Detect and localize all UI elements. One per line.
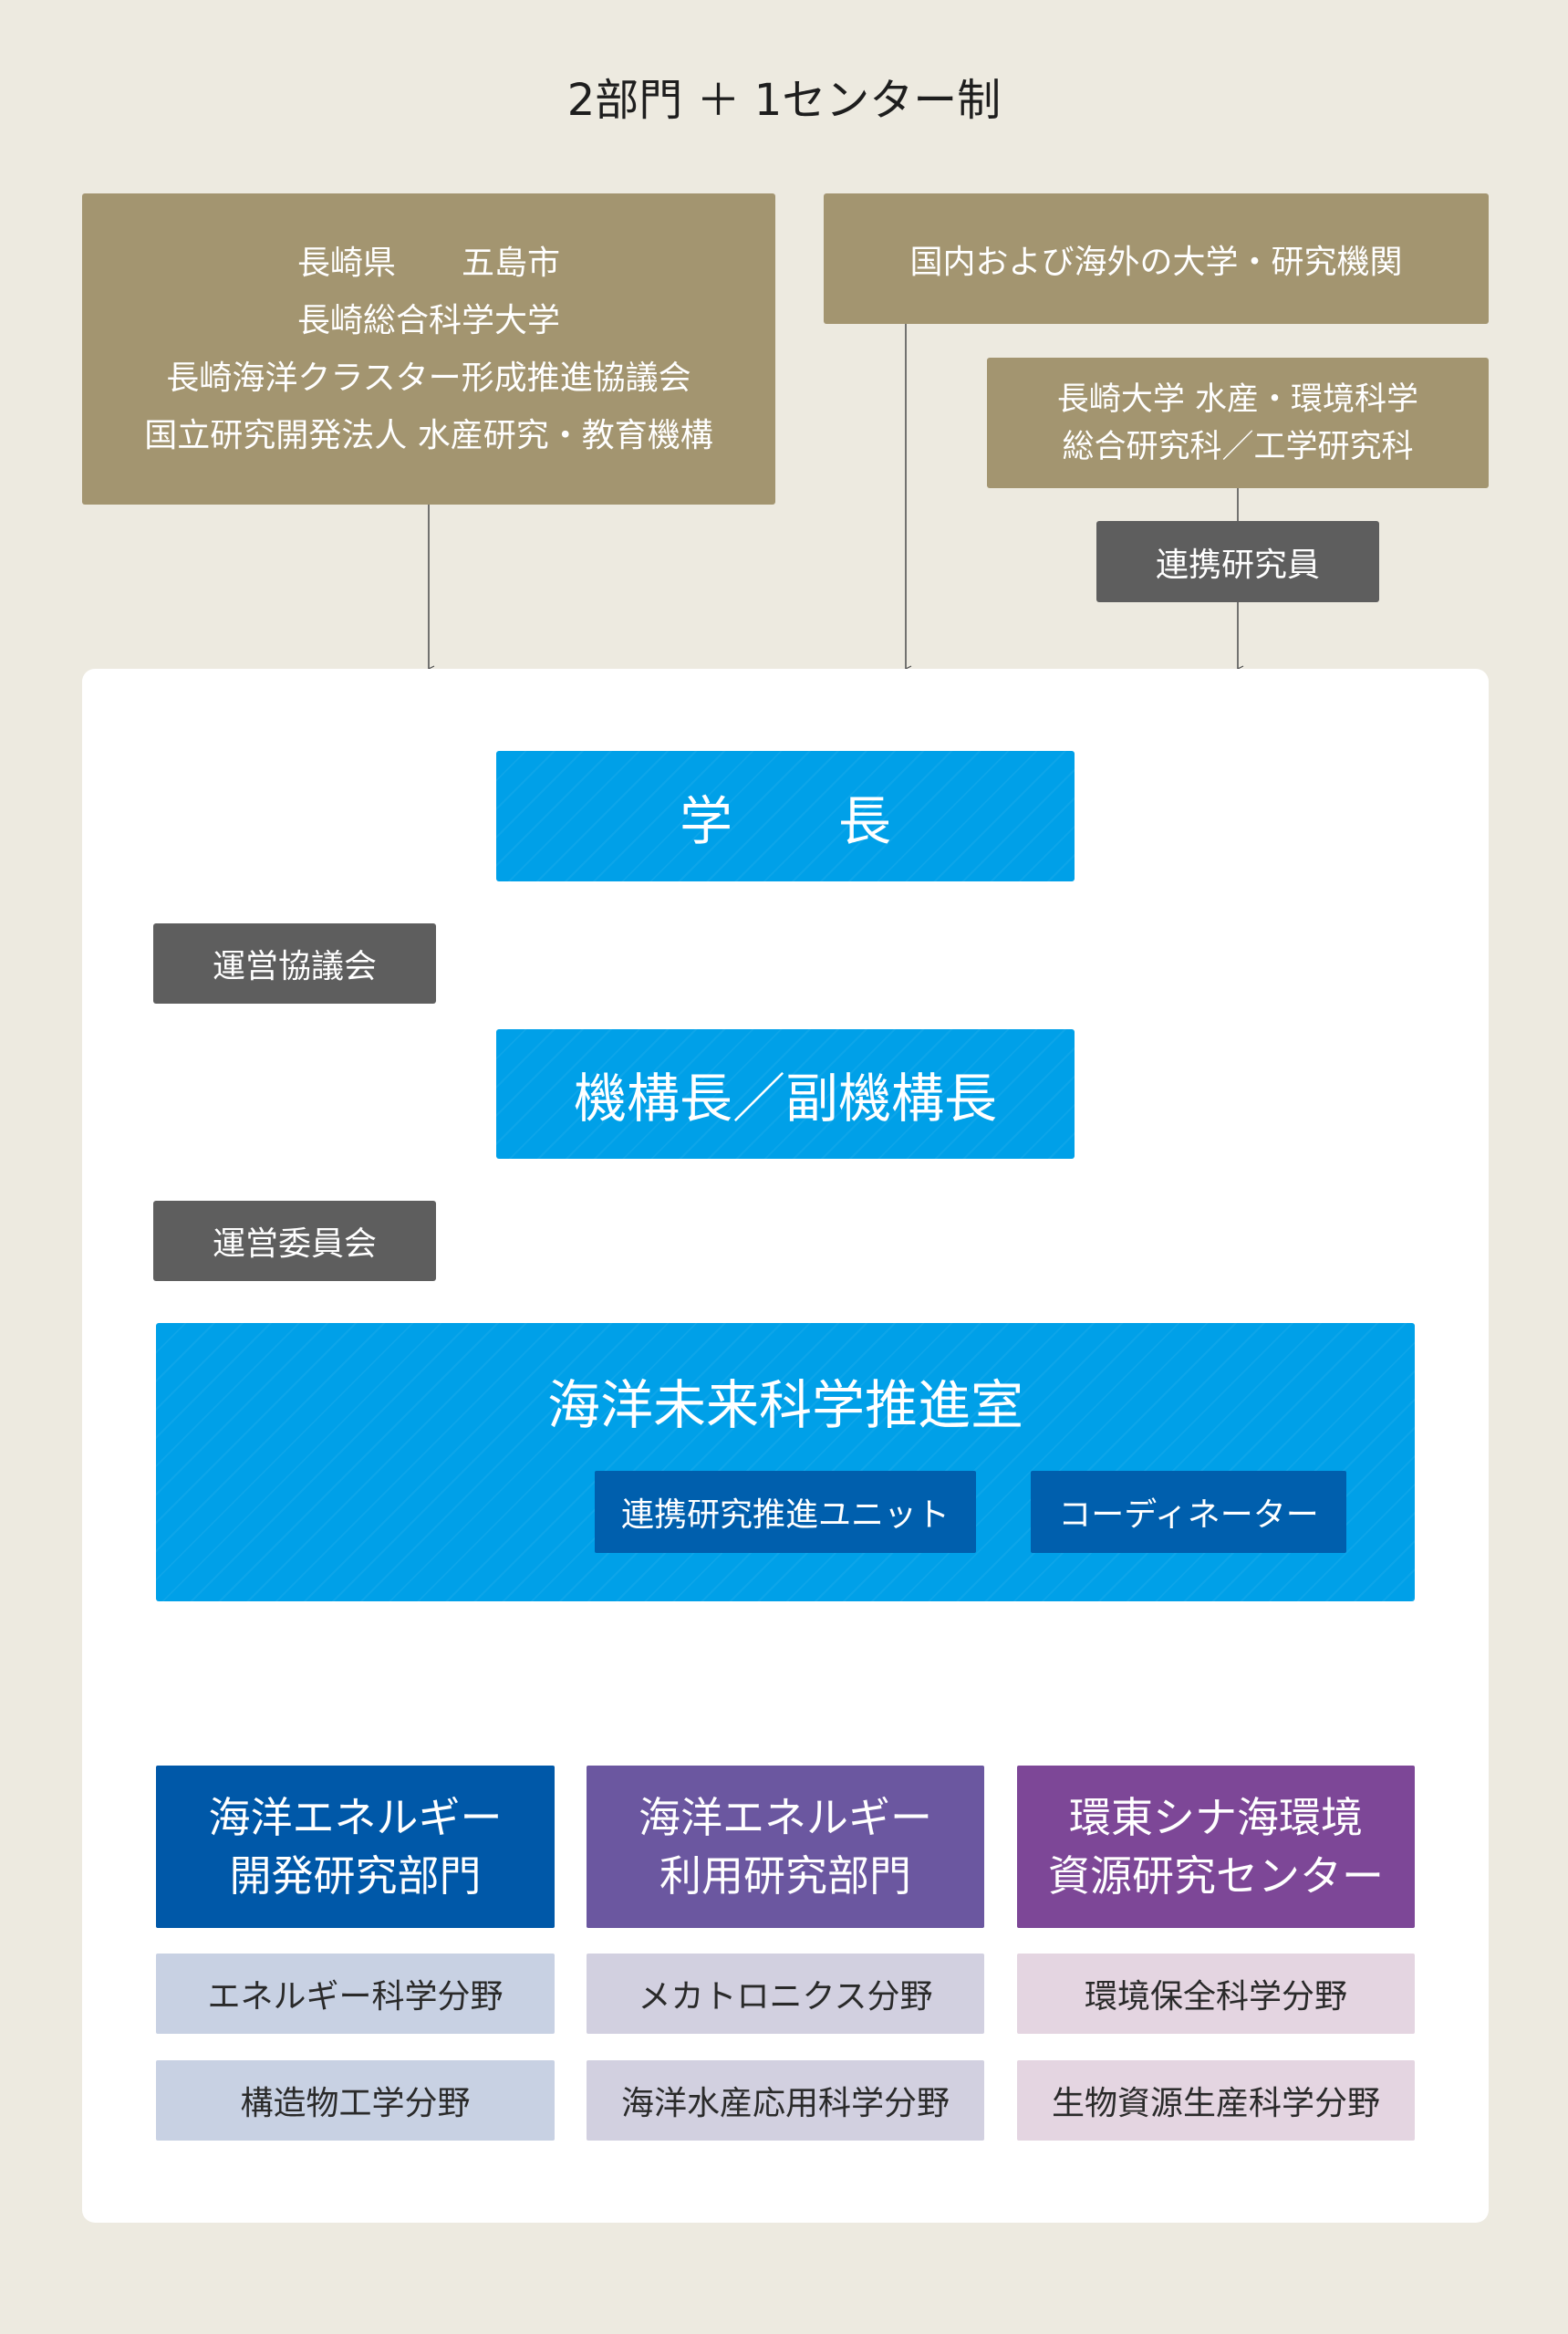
office-title: 海洋未来科学推進室 bbox=[546, 1374, 1023, 1436]
field-energy-science: エネルギー科学分野 bbox=[156, 1954, 555, 2034]
field-marine-fisheries: 海洋水産応用科学分野 bbox=[587, 2060, 984, 2141]
committee-box: 運営委員会 bbox=[153, 1201, 436, 1281]
dept-energy-development: 海洋エネルギー 開発研究部門 bbox=[156, 1766, 555, 1928]
director-box: 機構長／副機構長 bbox=[496, 1029, 1075, 1159]
dept-b-line-1: 海洋エネルギー bbox=[639, 1793, 932, 1842]
dept-a-line-1: 海洋エネルギー bbox=[208, 1793, 503, 1842]
unit-box: 連携研究推進ユニット bbox=[595, 1471, 976, 1553]
president-box: 学 長 bbox=[496, 751, 1075, 881]
nagasaki-grad-box: 長崎大学 水産・環境科学 総合研究科／工学研究科 bbox=[987, 358, 1489, 488]
dept-a-line-2: 開発研究部門 bbox=[229, 1851, 482, 1901]
dept-b-line-2: 利用研究部門 bbox=[659, 1851, 911, 1901]
dept-east-china-sea-center: 環東シナ海環境 資源研究センター bbox=[1017, 1766, 1415, 1928]
field-environmental-conservation: 環境保全科学分野 bbox=[1017, 1954, 1415, 2034]
partner-nias: 長崎総合科学大学 bbox=[296, 301, 560, 339]
dept-c-line-1: 環東シナ海環境 bbox=[1069, 1793, 1363, 1842]
field-bioresource-production: 生物資源生産科学分野 bbox=[1017, 2060, 1415, 2141]
office-box: 海洋未来科学推進室 bbox=[156, 1323, 1415, 1601]
coordinator-box: コーディネーター bbox=[1031, 1471, 1346, 1553]
grad-line-1: 長崎大学 水産・環境科学 bbox=[1056, 380, 1419, 418]
dept-c-line-2: 資源研究センター bbox=[1048, 1851, 1384, 1901]
collab-researcher-box: 連携研究員 bbox=[1096, 521, 1379, 602]
grad-line-2: 総合研究科／工学研究科 bbox=[1062, 428, 1414, 465]
page-title: 2部門 ＋ 1センター制 bbox=[566, 75, 1002, 126]
partner-fra: 国立研究開発法人 水産研究・教育機構 bbox=[144, 416, 713, 454]
partner-nagasaki-goto: 長崎県 五島市 bbox=[296, 244, 560, 282]
local-partners-box: 長崎県 五島市 長崎総合科学大学 長崎海洋クラスター形成推進協議会 国立研究開発… bbox=[82, 193, 775, 505]
council-box: 運営協議会 bbox=[153, 923, 436, 1004]
dept-energy-utilization: 海洋エネルギー 利用研究部門 bbox=[587, 1766, 984, 1928]
universities-box: 国内および海外の大学・研究機関 bbox=[824, 193, 1489, 324]
partner-cluster: 長崎海洋クラスター形成推進協議会 bbox=[166, 359, 691, 397]
field-structural-engineering: 構造物工学分野 bbox=[156, 2060, 555, 2141]
field-mechatronics: メカトロニクス分野 bbox=[587, 1954, 984, 2034]
